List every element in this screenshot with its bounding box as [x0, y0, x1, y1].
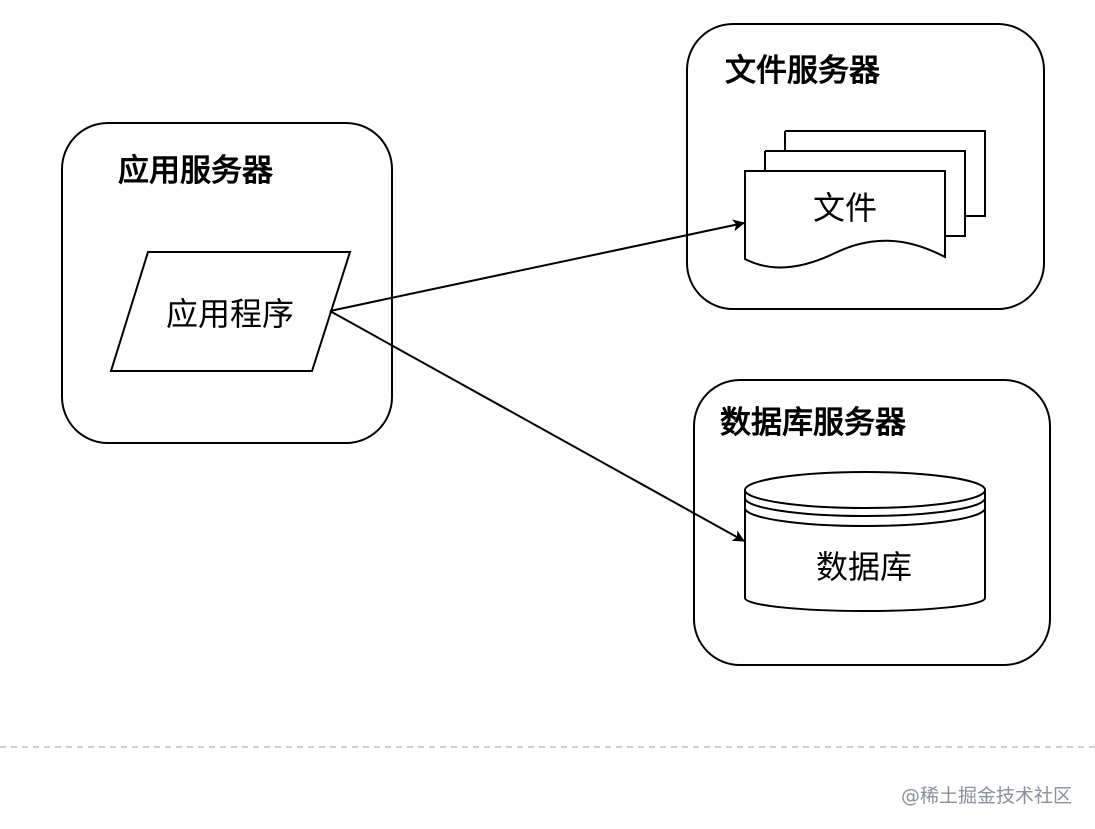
arrow-to-file [329, 219, 745, 312]
app-server-title: 应用服务器 [118, 153, 274, 189]
cylinder-band [744, 497, 986, 517]
watermark: @稀土掘金技术社区 [901, 785, 1072, 807]
cylinder-body [744, 490, 986, 612]
file-node[interactable]: 文件 [744, 130, 986, 269]
arrow-to-database [329, 310, 745, 542]
database-label: 数据库 [816, 548, 912, 586]
db-server-title: 数据库服务器 [720, 405, 907, 441]
application-label: 应用程序 [166, 295, 294, 333]
file-server-title: 文件服务器 [725, 53, 881, 89]
document-front-page [744, 170, 946, 269]
cylinder-top [744, 471, 986, 509]
file-label: 文件 [813, 189, 877, 227]
application-node[interactable]: 应用程序 [109, 251, 352, 372]
database-node[interactable]: 数据库 [744, 471, 986, 612]
